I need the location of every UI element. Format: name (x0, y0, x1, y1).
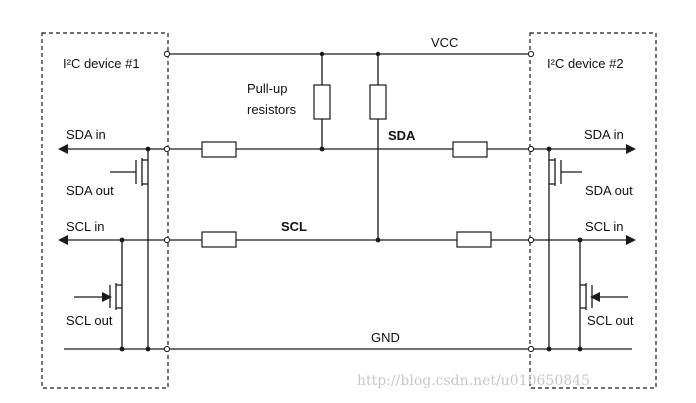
sda-bus-label: SDA (388, 128, 416, 143)
pullup-label-line2: resistors (247, 102, 297, 117)
sda-terminal-right (527, 145, 535, 153)
pullup-scl-node-top (375, 51, 381, 57)
right-scl-out-label: SCL out (587, 313, 634, 328)
watermark-text: http://blog.csdn.net/u010650845 (357, 373, 590, 389)
vcc-label: VCC (431, 35, 458, 50)
vcc-terminal-left (163, 50, 171, 58)
device-1-label: I²C device #1 (63, 56, 140, 71)
pullup-label-line1: Pull-up (247, 81, 287, 96)
vcc-terminal-right (527, 50, 535, 58)
gnd-terminal-left (163, 345, 171, 353)
sda-node-pullup (319, 146, 325, 152)
right-sda-in-label: SDA in (584, 127, 624, 142)
device-2-label: I²C device #2 (547, 56, 624, 71)
gnd-terminal-right (527, 345, 535, 353)
transistor-right-sda (548, 149, 582, 349)
right-scl-in-label: SCL in (585, 219, 624, 234)
left-sda-out-label: SDA out (66, 183, 114, 198)
left-sda-in-label: SDA in (66, 127, 106, 142)
scl-terminal-right (527, 236, 535, 244)
left-scl-in-label: SCL in (66, 219, 105, 234)
pullup-sda-node-top (319, 51, 325, 57)
left-scl-out-label: SCL out (66, 313, 113, 328)
scl-bus-label: SCL (281, 219, 307, 234)
sda-terminal-left (163, 145, 171, 153)
pullup-resistor-sda (313, 84, 331, 120)
transistor-right-scl (579, 240, 628, 349)
right-sda-out-label: SDA out (585, 183, 633, 198)
sda-series-resistor-right (452, 141, 488, 158)
scl-series-resistor-left (201, 231, 237, 248)
sda-series-resistor-left (201, 141, 237, 158)
device-1-box (41, 32, 169, 389)
scl-series-resistor-right (456, 231, 492, 248)
scl-terminal-left (163, 236, 171, 244)
gnd-label: GND (371, 330, 400, 345)
device-2-box (529, 32, 657, 389)
transistor-left-scl (74, 240, 123, 349)
pullup-resistor-scl (369, 84, 387, 120)
transistor-left-sda (110, 149, 149, 349)
scl-node-pullup (375, 237, 381, 243)
